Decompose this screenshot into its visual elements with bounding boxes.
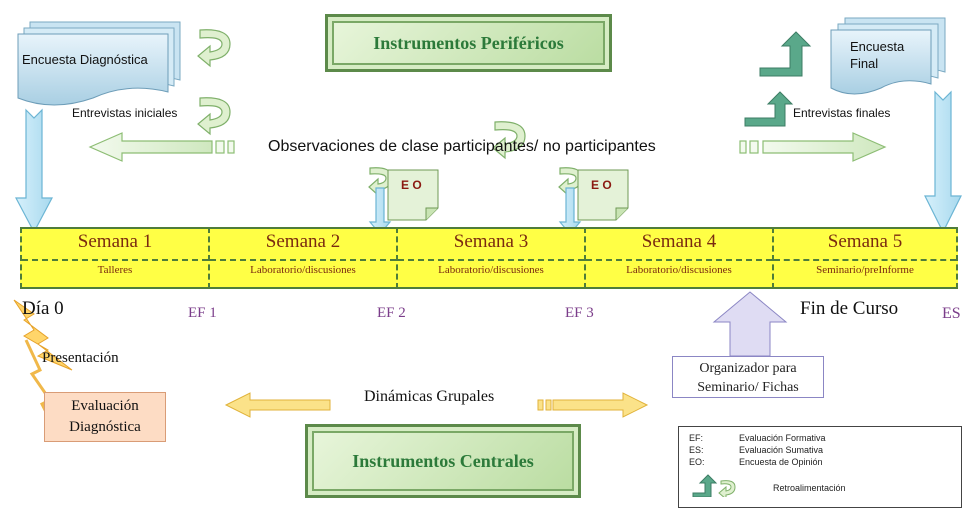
legend-box: EF: Evaluación Formativa ES: Evaluación …: [678, 426, 962, 508]
week-2: Semana 2 Laboratorio/discusiones: [208, 227, 396, 289]
organizador-up-arrow: [712, 291, 788, 357]
step-up-arrow-icons: [744, 31, 812, 127]
legend-value-ef: Evaluación Formativa: [739, 433, 826, 443]
weeks-timeline: Semana 1 Talleres Semana 2 Laboratorio/d…: [20, 227, 958, 289]
es-label: ES: [942, 305, 961, 322]
week-4-sub: Laboratorio/discusiones: [626, 264, 732, 276]
encuesta-final-line2: Final: [850, 56, 879, 71]
encuesta-diagnostica-label: Encuesta Diagnóstica: [22, 52, 148, 67]
organizador-line2: Seminario/ Fichas: [697, 380, 799, 395]
evaluacion-diagnostica-box: Evaluación Diagnóstica: [44, 392, 166, 442]
week-1-divider: [22, 259, 208, 261]
legend-retroalimentacion: Retroalimentación: [773, 483, 846, 493]
ef-1-label: EF 1: [188, 305, 217, 321]
encuesta-final-line1: Encuesta: [850, 39, 905, 54]
ef-2-label: EF 2: [377, 305, 406, 321]
instrumentos-perifericos-title: Instrumentos Periféricos: [373, 32, 564, 53]
observaciones-label: Observaciones de clase participantes/ no…: [268, 138, 656, 155]
dinamicas-arrows: [224, 392, 649, 418]
evaluacion-line2: Diagnóstica: [69, 419, 141, 435]
retroalimentacion-icons: [692, 474, 736, 497]
vertical-arrows: [15, 90, 962, 235]
fin-de-curso-label: Fin de Curso: [800, 298, 899, 319]
presentacion-label: Presentación: [42, 350, 119, 366]
week-5-sub: Seminario/preInforme: [816, 264, 914, 276]
legend-key-ef: EF:: [689, 433, 704, 443]
encuesta-final-doc-icon: [830, 17, 946, 95]
week-2-divider: [210, 259, 396, 261]
week-4-title: Semana 4: [641, 231, 717, 252]
dia-0-label: Día 0: [22, 298, 64, 319]
instrumentos-centrales-title: Instrumentos Centrales: [352, 450, 534, 471]
eo-doc-icons: [387, 169, 629, 221]
evaluacion-line1: Evaluación: [71, 398, 139, 414]
entrevistas-finales-label: Entrevistas finales: [793, 106, 891, 120]
week-2-title: Semana 2: [265, 231, 341, 252]
week-5: Semana 5 Seminario/preInforme: [772, 227, 958, 289]
instrumentos-centrales-box: Instrumentos Centrales: [305, 424, 581, 498]
week-1: Semana 1 Talleres: [20, 227, 208, 289]
week-3-sub: Laboratorio/discusiones: [438, 264, 544, 276]
encuesta-final-label: Encuesta Final: [850, 38, 904, 72]
legend-key-eo: EO:: [689, 457, 705, 467]
week-4: Semana 4 Laboratorio/discusiones: [584, 227, 772, 289]
instrumentos-perifericos-box: Instrumentos Periféricos: [325, 14, 612, 72]
observaciones-arrows: [88, 132, 887, 162]
organizador-line1: Organizador para: [699, 361, 797, 376]
eo-label-1: E O: [401, 178, 422, 192]
legend-value-es: Evaluación Sumativa: [739, 445, 824, 455]
week-1-sub: Talleres: [97, 264, 133, 276]
encuesta-diagnostica-doc-icon: [17, 21, 181, 106]
ef-3-label: EF 3: [565, 305, 594, 321]
legend-value-eo: Encuesta de Opinión: [739, 457, 823, 467]
organizador-box: Organizador para Seminario/ Fichas: [672, 356, 824, 398]
lightning-bolt-icon: [13, 299, 73, 371]
week-3-title: Semana 3: [453, 231, 529, 252]
week-2-sub: Laboratorio/discusiones: [250, 264, 356, 276]
week-5-divider: [774, 259, 956, 261]
lightning-trail-icon: [24, 339, 54, 425]
week-5-title: Semana 5: [827, 231, 903, 252]
week-3: Semana 3 Laboratorio/discusiones: [396, 227, 584, 289]
eo-label-2: E O: [591, 178, 612, 192]
week-4-divider: [586, 259, 772, 261]
dinamicas-grupales-label: Dinámicas Grupales: [364, 388, 495, 405]
legend-key-es: ES:: [689, 445, 704, 455]
week-3-divider: [398, 259, 584, 261]
entrevistas-iniciales-label: Entrevistas iniciales: [72, 106, 178, 120]
week-1-title: Semana 1: [77, 231, 153, 252]
